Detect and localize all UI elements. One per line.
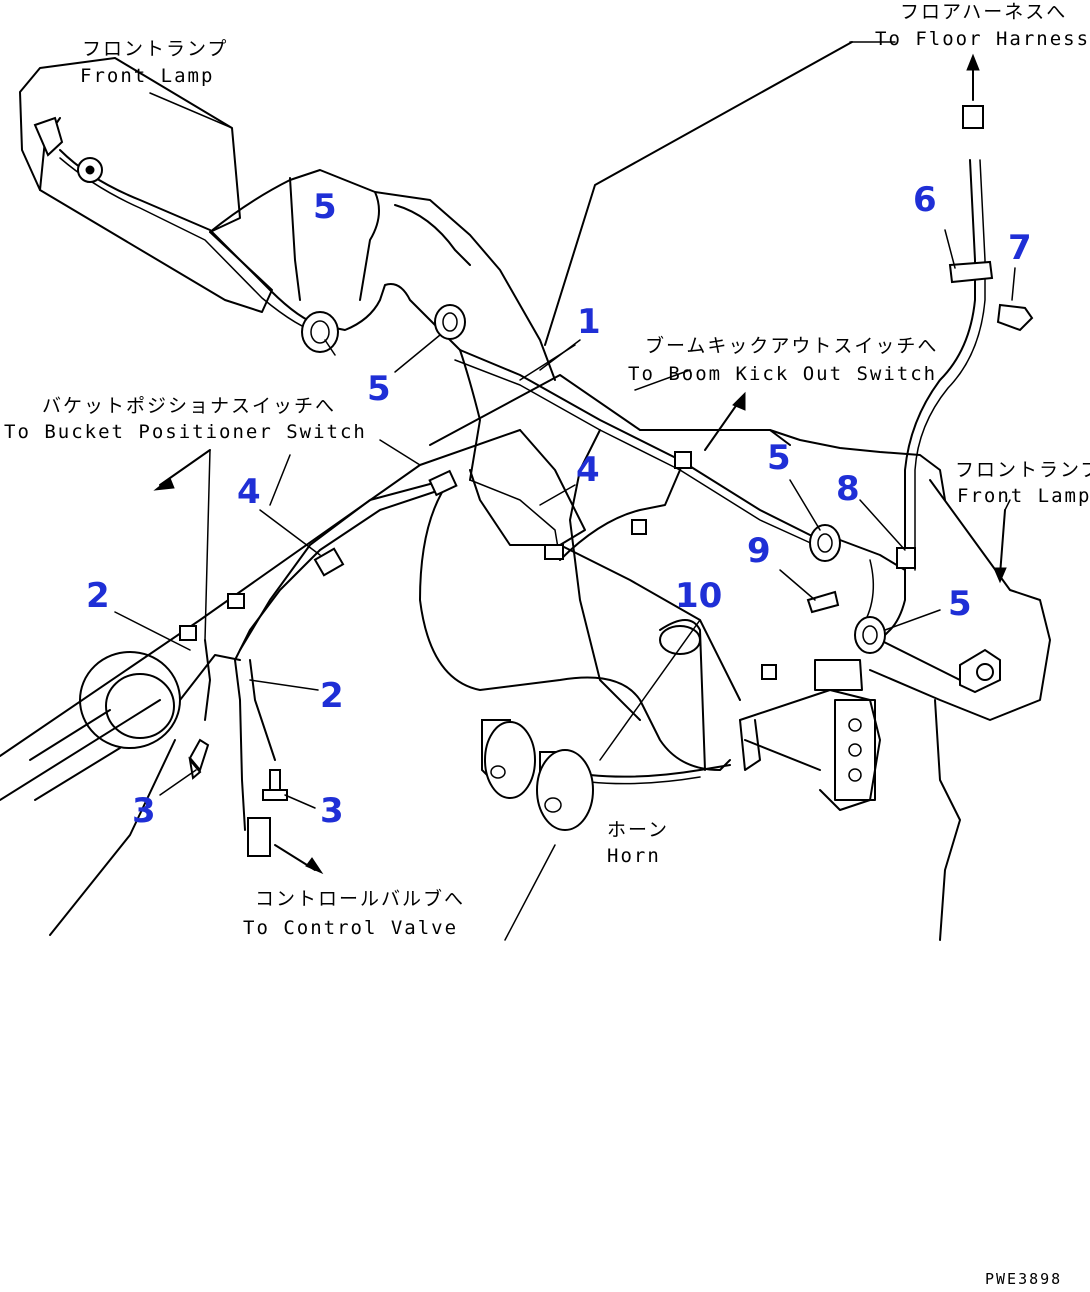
boom-kickout-en: To Boom Kick Out Switch — [628, 363, 937, 385]
boom-kickout-jp: ブームキックアウトスイッチへ — [645, 334, 938, 357]
callout-2-lower: 2 — [320, 676, 344, 716]
bolts — [188, 590, 840, 801]
callout-8: 8 — [836, 469, 860, 509]
right-front-lamp-connector — [959, 648, 1001, 694]
callout-5-c: 5 — [767, 438, 791, 478]
callout-3-right: 3 — [320, 791, 344, 831]
text-labels: フロントランプ Front Lamp フロアハーネスへ To Floor Har… — [4, 1, 1090, 1288]
front-lamp-right-en: Front Lamp — [957, 485, 1090, 507]
bucket-positioner-jp: バケットポジショナスイッチへ — [42, 395, 336, 417]
control-valve-en: To Control Valve — [243, 917, 458, 939]
callout-1: 1 — [577, 302, 601, 342]
grommets — [301, 304, 886, 654]
callout-5-a: 5 — [313, 187, 337, 227]
callout-3-left: 3 — [132, 791, 156, 831]
callout-4-right: 4 — [576, 450, 600, 490]
horn-en: Horn — [607, 845, 661, 867]
bucket-positioner-en: To Bucket Positioner Switch — [4, 421, 367, 443]
callout-2-upper: 2 — [86, 576, 110, 616]
horns — [481, 719, 594, 831]
clips — [179, 451, 916, 680]
callout-numbers: 1 2 2 3 3 4 4 5 5 5 5 5 6 7 8 9 10 — [86, 180, 1032, 831]
horn-jp: ホーン — [607, 819, 669, 841]
callout-4-left: 4 — [237, 472, 261, 512]
leader-lines — [114, 41, 1016, 941]
wire-harness — [59, 149, 986, 831]
floor-harness-connector — [948, 53, 1034, 332]
callout-6: 6 — [913, 180, 937, 220]
control-valve-jp: コントロールバルブへ — [255, 887, 465, 910]
front-lamp-left-en: Front Lamp — [80, 65, 214, 87]
floor-harness-jp: フロアハーネスへ — [900, 1, 1067, 23]
callout-10: 10 — [675, 576, 722, 616]
front-lamp-left-jp: フロントランプ — [82, 38, 228, 60]
drawing-code: PWE3898 — [985, 1270, 1062, 1288]
left-front-lamp-connector — [33, 116, 103, 183]
control-valve-connector — [247, 817, 324, 875]
callout-7: 7 — [1008, 228, 1032, 268]
callout-9: 9 — [747, 531, 771, 571]
callout-5-d: 5 — [948, 584, 972, 624]
front-lamp-right-jp: フロントランプ — [955, 459, 1090, 481]
floor-harness-en: To Floor Harness — [875, 28, 1090, 50]
frame-structure — [0, 41, 1051, 941]
direction-arrows — [153, 391, 1007, 584]
callout-5-b: 5 — [367, 369, 391, 409]
